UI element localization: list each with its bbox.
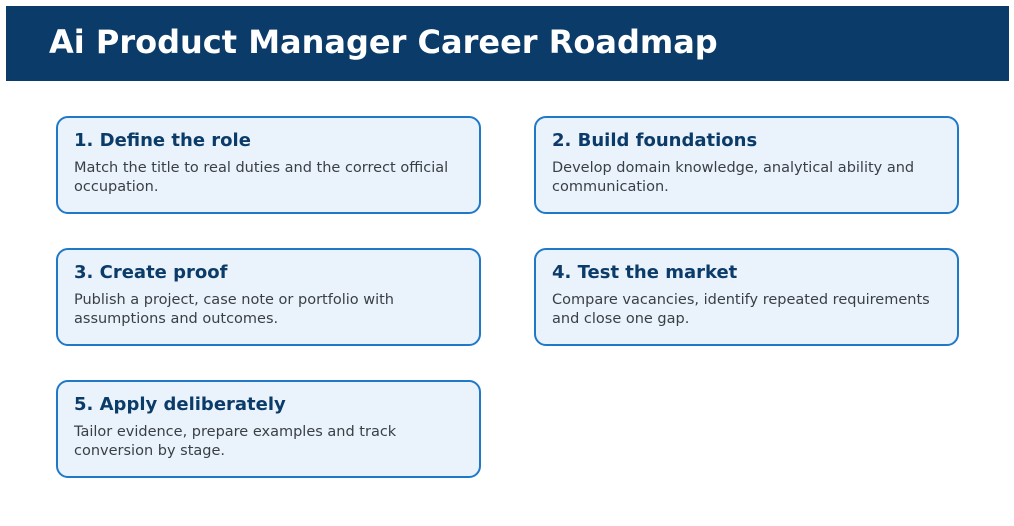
step-title: 5. Apply deliberately	[74, 394, 286, 415]
step-description: Compare vacancies, identify repeated req…	[552, 292, 930, 327]
roadmap-step-2: 2. Build foundations Develop domain know…	[534, 116, 959, 214]
page-title: Ai Product Manager Career Roadmap	[49, 23, 718, 61]
step-description: Match the title to real duties and the c…	[74, 160, 449, 195]
step-title: 4. Test the market	[552, 262, 738, 283]
roadmap-step-3: 3. Create proof Publish a project, case …	[56, 248, 481, 346]
step-title: 3. Create proof	[74, 262, 228, 283]
step-title: 1. Define the role	[74, 130, 251, 151]
roadmap-step-5: 5. Apply deliberately Tailor evidence, p…	[56, 380, 481, 478]
step-description: Tailor evidence, prepare examples and tr…	[74, 424, 397, 459]
roadmap-step-1: 1. Define the role Match the title to re…	[56, 116, 481, 214]
step-title: 2. Build foundations	[552, 130, 758, 151]
step-description: Develop domain knowledge, analytical abi…	[552, 160, 915, 195]
step-description: Publish a project, case note or portfoli…	[74, 292, 394, 327]
header-banner: Ai Product Manager Career Roadmap	[6, 6, 1009, 81]
roadmap-step-4: 4. Test the market Compare vacancies, id…	[534, 248, 959, 346]
